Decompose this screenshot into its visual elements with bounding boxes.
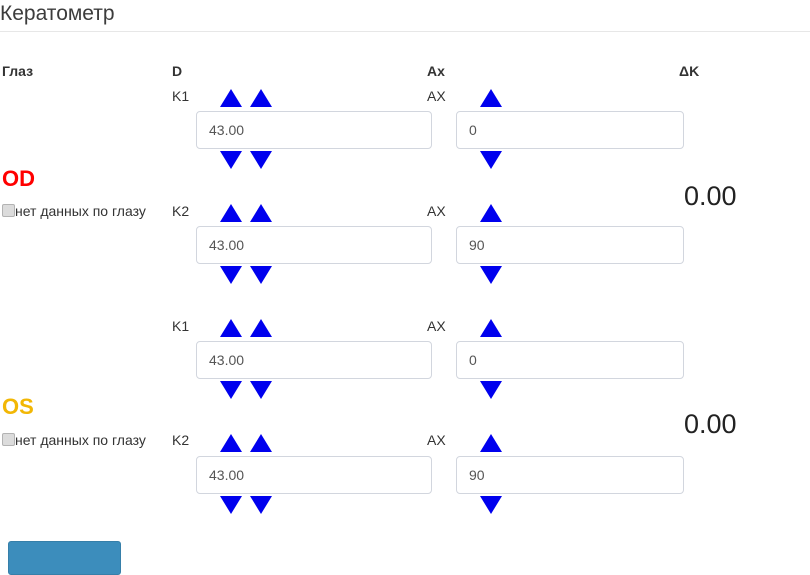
no-data-checkbox-od-group[interactable]: нет данных по глазу xyxy=(2,203,146,219)
chevron-up-icon[interactable] xyxy=(250,434,272,452)
input-od-k2-d[interactable] xyxy=(196,226,432,264)
spinner-down-arrows-os-k2-ax xyxy=(480,496,502,514)
chevron-up-icon[interactable] xyxy=(220,434,242,452)
chevron-down-icon[interactable] xyxy=(220,496,242,514)
chevron-up-icon[interactable] xyxy=(480,434,502,452)
save-button[interactable] xyxy=(8,541,121,575)
spinner-down-arrows-os-k2-d xyxy=(220,496,272,514)
chevron-down-icon[interactable] xyxy=(220,151,242,169)
chevron-up-icon[interactable] xyxy=(220,204,242,222)
column-header-delta-k: ΔK xyxy=(679,63,700,79)
no-data-checkbox-od[interactable] xyxy=(2,204,15,217)
input-od-k1-ax[interactable] xyxy=(456,111,684,149)
column-header-ax: Ax xyxy=(427,63,445,79)
column-header-eye: Глаз xyxy=(2,63,34,79)
row-label-os-k2: K2 xyxy=(172,432,190,448)
chevron-up-icon[interactable] xyxy=(220,319,242,337)
chevron-down-icon[interactable] xyxy=(480,266,502,284)
spinner-up-arrows-od-k1-d xyxy=(220,89,272,107)
row-label-os-k1: K1 xyxy=(172,318,190,334)
spinner-down-arrows-od-k2-ax xyxy=(480,266,502,284)
input-os-k2-ax[interactable] xyxy=(456,456,684,494)
input-os-k2-d[interactable] xyxy=(196,456,432,494)
eye-label-od: OD xyxy=(2,166,35,191)
spinner-down-arrows-od-k2-d xyxy=(220,266,272,284)
spinner-down-arrows-od-k1-ax xyxy=(480,151,502,169)
chevron-down-icon[interactable] xyxy=(480,151,502,169)
chevron-up-icon[interactable] xyxy=(480,319,502,337)
spinner-down-arrows-os-k1-d xyxy=(220,381,272,399)
row-label-od-k1: K1 xyxy=(172,88,190,104)
no-data-checkbox-os-group[interactable]: нет данных по глазу xyxy=(2,432,146,448)
title-divider xyxy=(0,31,810,32)
spinner-up-arrows-os-k2-ax xyxy=(480,434,502,452)
chevron-down-icon[interactable] xyxy=(220,381,242,399)
chevron-down-icon[interactable] xyxy=(480,381,502,399)
chevron-up-icon[interactable] xyxy=(250,89,272,107)
chevron-up-icon[interactable] xyxy=(250,319,272,337)
row-label-od-k1-ax: AX xyxy=(427,88,446,104)
chevron-up-icon[interactable] xyxy=(250,204,272,222)
chevron-down-icon[interactable] xyxy=(480,496,502,514)
spinner-down-arrows-os-k1-ax xyxy=(480,381,502,399)
row-label-od-k2: K2 xyxy=(172,203,190,219)
chevron-down-icon[interactable] xyxy=(250,151,272,169)
eye-label-os: OS xyxy=(2,394,34,419)
row-label-os-k1-ax: AX xyxy=(427,318,446,334)
chevron-up-icon[interactable] xyxy=(220,89,242,107)
spinner-up-arrows-os-k1-d xyxy=(220,319,272,337)
chevron-down-icon[interactable] xyxy=(250,381,272,399)
chevron-up-icon[interactable] xyxy=(480,204,502,222)
input-od-k1-d[interactable] xyxy=(196,111,432,149)
spinner-up-arrows-os-k2-d xyxy=(220,434,272,452)
spinner-up-arrows-os-k1-ax xyxy=(480,319,502,337)
input-os-k1-ax[interactable] xyxy=(456,341,684,379)
chevron-down-icon[interactable] xyxy=(220,266,242,284)
column-header-d: D xyxy=(172,63,183,79)
input-os-k1-d[interactable] xyxy=(196,341,432,379)
chevron-down-icon[interactable] xyxy=(250,266,272,284)
no-data-label-od: нет данных по глазу xyxy=(15,203,146,219)
page-title: Кератометр xyxy=(0,2,115,25)
input-od-k2-ax[interactable] xyxy=(456,226,684,264)
spinner-up-arrows-od-k2-d xyxy=(220,204,272,222)
no-data-label-os: нет данных по глазу xyxy=(15,432,146,448)
chevron-up-icon[interactable] xyxy=(480,89,502,107)
spinner-up-arrows-od-k2-ax xyxy=(480,204,502,222)
spinner-up-arrows-od-k1-ax xyxy=(480,89,502,107)
spinner-down-arrows-od-k1-d xyxy=(220,151,272,169)
chevron-down-icon[interactable] xyxy=(250,496,272,514)
delta-k-value-os: 0.00 xyxy=(684,409,737,439)
row-label-od-k2-ax: AX xyxy=(427,203,446,219)
row-label-os-k2-ax: AX xyxy=(427,432,446,448)
no-data-checkbox-os[interactable] xyxy=(2,433,15,446)
delta-k-value-od: 0.00 xyxy=(684,181,737,211)
